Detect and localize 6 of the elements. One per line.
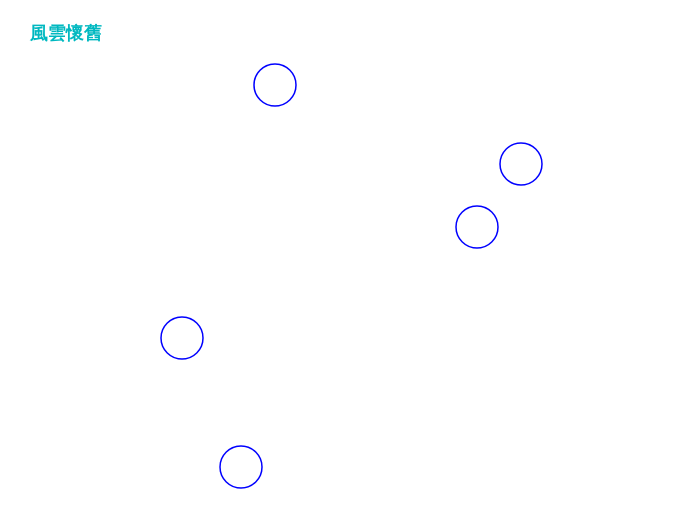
circle-node (455, 205, 499, 249)
circle-node (219, 445, 263, 489)
title: 風雲懷舊 (30, 23, 102, 45)
circle-node (160, 316, 204, 360)
circle-node (253, 63, 297, 107)
circle-node (499, 142, 543, 186)
